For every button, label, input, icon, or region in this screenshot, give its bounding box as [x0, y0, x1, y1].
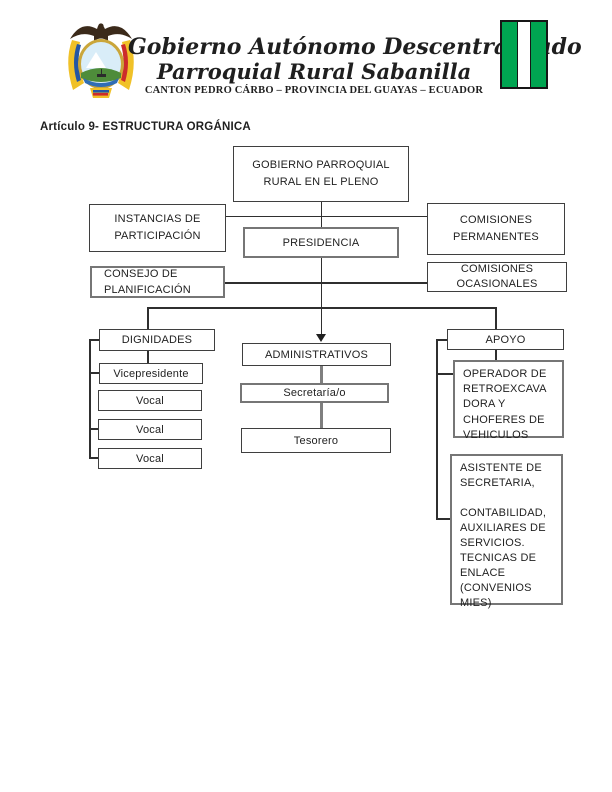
node-label: Vocal	[136, 394, 164, 407]
bracket-stub-operador	[436, 373, 453, 375]
connector-row1-horizontal	[226, 215, 427, 217]
bracket-stub-vocal2	[89, 428, 98, 430]
node-operador-retroexcavadora: OPERADOR DE RETROEXCAVA DORA Y CHOFERES …	[453, 360, 564, 441]
connector-drop-dignidades	[147, 307, 149, 329]
node-label: Secretaría/o	[283, 387, 346, 399]
article-heading: Artículo 9- ESTRUCTURA ORGÁNICA	[40, 121, 251, 133]
parish-flag-icon	[500, 20, 548, 89]
node-label: Vicepresidente	[113, 367, 189, 380]
node-label: DIGNIDADES	[121, 334, 193, 346]
node-label: ASISTENTE DE SECRETARIA, CONTABILIDAD, A…	[460, 462, 547, 609]
bracket-dignidades-vertical	[89, 339, 91, 458]
connector-drop-apoyo	[495, 307, 497, 329]
ecuador-coat-of-arms-icon	[68, 23, 134, 98]
node-label: APOYO	[485, 333, 526, 346]
letterhead: Gobierno Autónomo Descentralizado Parroq…	[128, 34, 582, 97]
node-label: COMISIONES PERMANENTES	[453, 214, 539, 243]
node-consejo-planificacion: CONSEJO DE PLANIFICACIÓN	[90, 266, 225, 298]
org-title-line2: Parroquial Rural Sabanilla	[156, 59, 472, 84]
node-label: COMISIONES OCASIONALES	[456, 263, 538, 290]
node-vocal-2: Vocal	[98, 419, 202, 440]
node-dignidades: DIGNIDADES	[99, 329, 215, 351]
connector-dignidades-stem	[147, 351, 149, 363]
node-label: GOBIERNO PARROQUIAL RURAL EN EL PLENO	[252, 159, 390, 188]
org-subtitle: CANTON PEDRO CÁRBO – PROVINCIA DEL GUAYA…	[144, 85, 484, 96]
node-label: CONSEJO DE PLANIFICACIÓN	[104, 268, 191, 296]
connector-row2-horizontal	[225, 282, 427, 284]
flag-white-stripe	[517, 22, 531, 87]
bracket-stub-vocal3	[89, 457, 98, 459]
node-label: OPERADOR DE RETROEXCAVA DORA Y CHOFERES …	[463, 368, 547, 441]
node-label: Tesorero	[293, 434, 339, 447]
node-gobierno-pleno: GOBIERNO PARROQUIAL RURAL EN EL PLENO	[233, 146, 409, 202]
flag-green-stripe	[502, 22, 518, 87]
node-tesorero: Tesorero	[241, 428, 391, 453]
node-apoyo: APOYO	[447, 329, 564, 350]
connector-apoyo-stem	[495, 350, 497, 360]
node-label: Vocal	[136, 452, 164, 465]
node-administrativos: ADMINISTRATIVOS	[242, 343, 391, 366]
org-title-line1: Gobierno Autónomo Descentralizado	[128, 34, 582, 60]
node-asistente-secretaria: ASISTENTE DE SECRETARIA, CONTABILIDAD, A…	[450, 454, 563, 609]
node-vicepresidente: Vicepresidente	[99, 363, 203, 384]
node-secretaria: Secretaría/o	[240, 383, 389, 403]
connector-pleno-presidencia	[320, 202, 322, 227]
connector-arrow-shaft	[320, 307, 322, 335]
node-vocal-1: Vocal	[98, 390, 202, 411]
flag-green-stripe	[530, 22, 546, 87]
bracket-stub-asistente	[436, 518, 450, 520]
node-label: Vocal	[136, 423, 164, 436]
node-comisiones-ocasionales: COMISIONES OCASIONALES	[427, 262, 567, 292]
arrow-down-icon	[316, 334, 326, 342]
node-presidencia: PRESIDENCIA	[243, 227, 399, 258]
bracket-stub-dignidades	[89, 339, 99, 341]
node-label: INSTANCIAS DE PARTICIPACIÓN	[114, 213, 201, 242]
node-label: PRESIDENCIA	[282, 237, 360, 249]
connector-presidencia-down	[320, 258, 322, 308]
bracket-stub-apoyo	[436, 339, 447, 341]
connector-administrativos-secretaria	[319, 366, 323, 383]
node-comisiones-permanentes: COMISIONES PERMANENTES	[427, 203, 565, 255]
connector-secretaria-tesorero	[319, 403, 323, 428]
bracket-stub-vicepresidente	[89, 372, 99, 374]
bracket-apoyo-vertical	[436, 339, 438, 519]
node-instancias-participacion: INSTANCIAS DE PARTICIPACIÓN	[89, 204, 226, 252]
node-vocal-3: Vocal	[98, 448, 202, 469]
node-label: ADMINISTRATIVOS	[264, 348, 369, 361]
